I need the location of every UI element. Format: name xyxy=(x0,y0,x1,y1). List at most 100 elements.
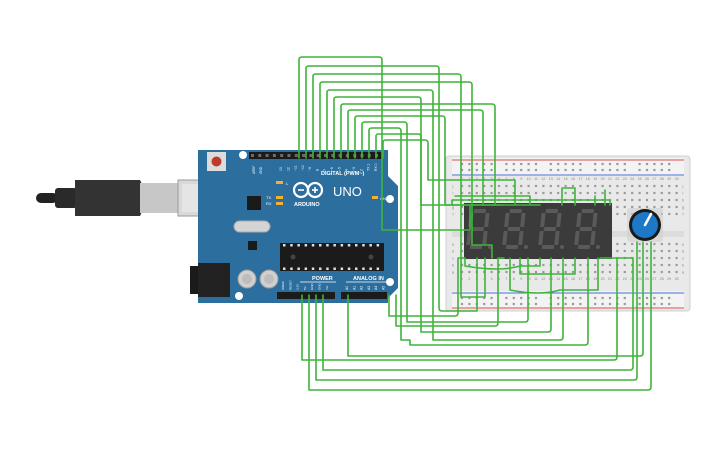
rail-hole[interactable] xyxy=(512,302,515,306)
breadboard-hole[interactable] xyxy=(460,249,464,253)
rail-hole[interactable] xyxy=(668,168,671,172)
header-pin[interactable] xyxy=(251,154,254,157)
breadboard-hole[interactable] xyxy=(512,263,515,267)
rail-hole[interactable] xyxy=(653,168,656,172)
breadboard-hole[interactable] xyxy=(653,184,656,188)
breadboard-hole[interactable] xyxy=(557,191,560,195)
breadboard-hole[interactable] xyxy=(623,212,626,216)
breadboard-hole[interactable] xyxy=(460,242,464,246)
rail-hole[interactable] xyxy=(638,168,641,172)
rail-hole[interactable] xyxy=(527,168,530,172)
reset-button[interactable] xyxy=(207,152,226,171)
breadboard-hole[interactable] xyxy=(638,191,641,195)
header-pin[interactable] xyxy=(280,154,284,157)
breadboard-hole[interactable] xyxy=(594,270,597,274)
rail-hole[interactable] xyxy=(520,302,523,306)
rail-hole[interactable] xyxy=(601,162,604,166)
rail-hole[interactable] xyxy=(564,302,567,306)
rail-hole[interactable] xyxy=(534,162,538,166)
breadboard-hole[interactable] xyxy=(638,198,641,202)
breadboard-hole[interactable] xyxy=(660,242,663,246)
breadboard-hole[interactable] xyxy=(534,184,538,188)
rail-hole[interactable] xyxy=(512,296,515,300)
breadboard-hole[interactable] xyxy=(534,263,538,267)
rail-hole[interactable] xyxy=(490,162,493,166)
breadboard-hole[interactable] xyxy=(660,270,663,274)
breadboard-hole[interactable] xyxy=(616,212,619,216)
rail-hole[interactable] xyxy=(475,162,478,166)
breadboard-hole[interactable] xyxy=(557,270,560,274)
header-pin[interactable] xyxy=(331,154,335,157)
rail-hole[interactable] xyxy=(490,302,493,306)
rail-hole[interactable] xyxy=(608,168,612,172)
rail-hole[interactable] xyxy=(549,162,552,166)
breadboard-hole[interactable] xyxy=(542,270,545,274)
breadboard-hole[interactable] xyxy=(608,270,612,274)
rail-hole[interactable] xyxy=(460,162,464,166)
rail-hole[interactable] xyxy=(571,168,575,172)
header-pin[interactable] xyxy=(287,154,291,157)
rail-hole[interactable] xyxy=(668,162,671,166)
header-pin[interactable] xyxy=(324,154,327,157)
breadboard-hole[interactable] xyxy=(668,191,671,195)
breadboard-hole[interactable] xyxy=(660,191,663,195)
rail-hole[interactable] xyxy=(564,168,567,172)
breadboard-hole[interactable] xyxy=(497,270,501,274)
breadboard-hole[interactable] xyxy=(660,256,663,260)
rail-hole[interactable] xyxy=(564,162,567,166)
rail-hole[interactable] xyxy=(483,162,486,166)
rail-hole[interactable] xyxy=(571,302,575,306)
rail-hole[interactable] xyxy=(512,162,515,166)
breadboard-hole[interactable] xyxy=(638,184,641,188)
rail-hole[interactable] xyxy=(564,296,567,300)
rail-hole[interactable] xyxy=(668,296,671,300)
breadboard-hole[interactable] xyxy=(623,191,626,195)
breadboard-hole[interactable] xyxy=(483,184,486,188)
jumper-wires[interactable] xyxy=(298,56,652,391)
breadboard-hole[interactable] xyxy=(490,263,493,267)
rail-hole[interactable] xyxy=(557,162,560,166)
breadboard-hole[interactable] xyxy=(653,256,656,260)
breadboard-hole[interactable] xyxy=(653,205,656,209)
rail-hole[interactable] xyxy=(483,302,486,306)
rail-hole[interactable] xyxy=(534,302,538,306)
breadboard-hole[interactable] xyxy=(527,184,530,188)
breadboard-hole[interactable] xyxy=(564,191,567,195)
breadboard-hole[interactable] xyxy=(460,212,464,216)
breadboard-hole[interactable] xyxy=(579,270,582,274)
rail-hole[interactable] xyxy=(653,162,656,166)
breadboard-hole[interactable] xyxy=(631,198,634,202)
breadboard-hole[interactable] xyxy=(660,198,663,202)
analog-header[interactable] xyxy=(341,292,387,299)
rail-hole[interactable] xyxy=(594,302,597,306)
breadboard-hole[interactable] xyxy=(631,249,634,253)
header-pin[interactable] xyxy=(302,154,306,157)
breadboard-hole[interactable] xyxy=(594,263,597,267)
breadboard-hole[interactable] xyxy=(638,249,641,253)
breadboard-hole[interactable] xyxy=(616,249,619,253)
breadboard-hole[interactable] xyxy=(645,184,649,188)
breadboard-hole[interactable] xyxy=(645,205,649,209)
breadboard-hole[interactable] xyxy=(668,198,671,202)
breadboard-hole[interactable] xyxy=(645,256,649,260)
breadboard-hole[interactable] xyxy=(653,242,656,246)
breadboard-hole[interactable] xyxy=(505,263,508,267)
breadboard-hole[interactable] xyxy=(542,191,545,195)
breadboard-hole[interactable] xyxy=(594,191,597,195)
breadboard-hole[interactable] xyxy=(668,205,671,209)
rail-hole[interactable] xyxy=(623,168,626,172)
rail-hole[interactable] xyxy=(645,168,649,172)
rail-hole[interactable] xyxy=(505,296,508,300)
rail-hole[interactable] xyxy=(534,296,538,300)
dc-power-jack[interactable] xyxy=(190,263,230,297)
rail-hole[interactable] xyxy=(557,296,560,300)
breadboard-hole[interactable] xyxy=(571,191,575,195)
breadboard-hole[interactable] xyxy=(623,270,626,274)
header-pin[interactable] xyxy=(316,154,320,157)
breadboard-hole[interactable] xyxy=(557,263,560,267)
rail-hole[interactable] xyxy=(623,302,626,306)
breadboard-hole[interactable] xyxy=(520,270,523,274)
rail-hole[interactable] xyxy=(653,302,656,306)
breadboard-hole[interactable] xyxy=(668,270,671,274)
breadboard-hole[interactable] xyxy=(638,263,641,267)
